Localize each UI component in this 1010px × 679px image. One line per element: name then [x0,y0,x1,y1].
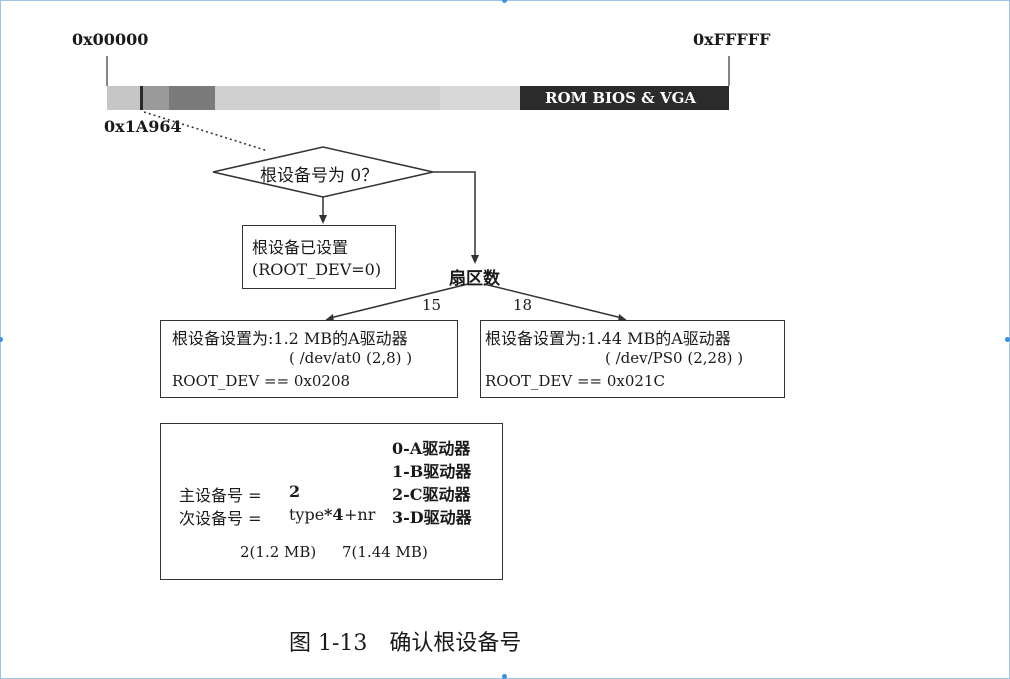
major-number-value: 2 [289,482,301,501]
type-option-1-44mb: 7(1.44 MB) [342,543,428,561]
already-set-line1: 根设备已设置 [252,238,349,257]
memory-segment-rom [520,86,729,110]
rom-bios-label: ROM BIOS & VGA [545,89,697,107]
config-1-44mb-line2: ( /dev/PS0 (2,28) ) [605,349,744,367]
config-box-1-44mb: 根设备设置为:1.44 MB的A驱动器 ( /dev/PS0 (2,28) ) … [480,320,785,398]
device-number-formula-box [160,423,503,580]
sectors-label: 扇区数 [449,269,500,289]
config-1-44mb-line3: ROOT_DEV == 0x021C [485,372,665,390]
memory-end-label: 0xFFFFF [693,30,771,49]
config-1-44mb-line1: 根设备设置为:1.44 MB的A驱动器 [485,329,731,348]
memory-segment-low [107,86,140,110]
config-1-2mb-line3: ROOT_DEV == 0x0208 [172,372,351,390]
decision-label: 根设备号为 0？ [260,166,379,186]
config-1-2mb-line2: ( /dev/at0 (2,8) ) [289,349,413,367]
type-option-1-2mb: 2(1.2 MB) [240,543,317,561]
memory-segment-kernel [143,86,169,110]
already-set-line2: (ROOT_DEV=0) [252,260,382,279]
resize-handle-right[interactable] [1005,337,1010,342]
sectors-value-18: 18 [513,296,533,314]
memory-segment-marker [140,86,143,110]
minor-plus-nr: +nr [344,505,376,524]
minor-multiplier: *4 [324,505,344,524]
root-already-set-box: 根设备已设置 (ROOT_DEV=0) [242,225,396,289]
resize-handle-left[interactable] [0,337,3,342]
memory-bar: ROM BIOS & VGA [107,85,729,111]
minor-type-term: type [289,505,325,524]
memory-segment-dark [169,86,215,110]
memory-marker-label: 0x1A964 [104,117,182,136]
sectors-value-15: 15 [422,296,442,314]
config-box-1-2mb: 根设备设置为:1.2 MB的A驱动器 ( /dev/at0 (2,8) ) RO… [160,320,458,398]
drive-label-b: 1-B驱动器 [392,462,472,481]
memory-segment-free [215,86,440,110]
figure-caption: 图 1-13 确认根设备号 [289,631,522,656]
drive-label-a: 0-A驱动器 [392,439,471,458]
drive-label-c: 2-C驱动器 [392,485,471,504]
major-number-label: 主设备号 = [179,486,262,505]
config-1-2mb-line1: 根设备设置为:1.2 MB的A驱动器 [172,329,408,348]
memory-segment-mid [440,86,520,110]
resize-handle-bottom[interactable] [502,674,507,679]
drive-label-d: 3-D驱动器 [392,508,472,527]
resize-handle-top[interactable] [502,0,507,3]
minor-number-label: 次设备号 = [179,509,262,528]
memory-start-label: 0x00000 [72,30,149,49]
